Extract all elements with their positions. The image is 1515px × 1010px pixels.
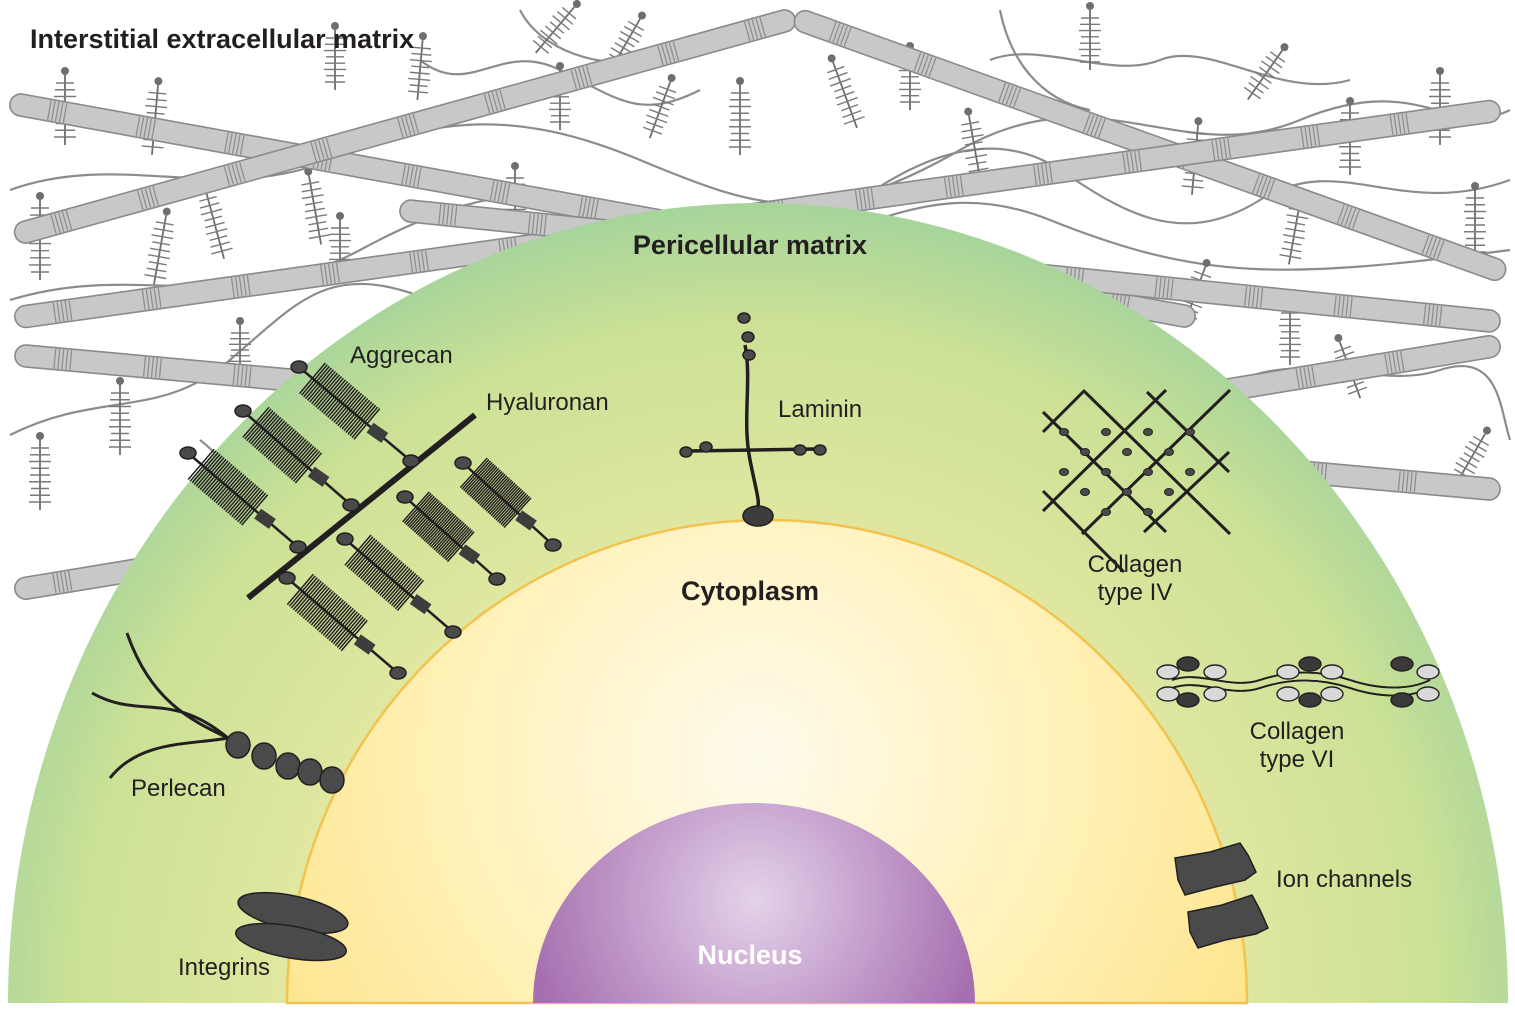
aggrecan-molecule-6 xyxy=(336,532,462,639)
pericellular-matrix-label: Pericellular matrix xyxy=(632,230,868,260)
interstitial-ecm-label: Interstitial extracellular matrix xyxy=(30,24,415,54)
ecm-proteoglycan-29 xyxy=(29,432,51,510)
perlecan-molecule xyxy=(91,632,345,794)
ecm-filament-5 xyxy=(989,53,1351,86)
cytoplasm-label: Cytoplasm xyxy=(680,576,820,606)
ion-channels-label: Ion channels xyxy=(1276,866,1413,893)
ion-channels-molecule xyxy=(1174,842,1269,949)
collagen-iv-label-line2: type IV xyxy=(1097,578,1173,606)
collagen-iv-label-line1: Collagen xyxy=(1087,551,1183,578)
integrins-molecule xyxy=(235,891,349,962)
ecm-proteoglycan-19 xyxy=(1243,43,1289,101)
laminin-molecule xyxy=(679,312,827,527)
ecm-proteoglycan-7 xyxy=(324,22,346,90)
aggrecan-molecule-1 xyxy=(290,360,420,468)
ecm-proteoglycan-28 xyxy=(109,377,131,455)
collagen-vi-molecule xyxy=(1156,656,1440,708)
aggrecan-molecule-2 xyxy=(234,404,360,512)
aggrecan-label: Aggrecan xyxy=(350,342,453,369)
laminin-label: Laminin xyxy=(778,396,863,423)
collagen-vi-label-line1: Collagen xyxy=(1249,718,1345,745)
collagen-iv-network xyxy=(1041,388,1232,574)
nucleus-label: Nucleus xyxy=(697,940,803,970)
nucleus-region xyxy=(533,803,975,1003)
cytoplasm-region xyxy=(285,518,1249,1005)
cell-layer xyxy=(8,203,1508,1005)
molecule-layer xyxy=(91,312,1440,962)
ecm-proteoglycan-17 xyxy=(1079,2,1101,70)
aggrecan-molecule-3 xyxy=(179,446,307,554)
collagen-vi-label-line2: type VI xyxy=(1259,745,1335,773)
perlecan-label: Perlecan xyxy=(131,775,226,802)
aggrecan-molecule-5 xyxy=(396,490,506,586)
ecm-filament-10 xyxy=(998,9,1091,112)
ecm-proteoglycan-10 xyxy=(532,0,581,54)
hyaluronan-strand xyxy=(246,412,477,601)
hyaluronan-label: Hyaluronan xyxy=(486,389,609,416)
ecm-proteoglycan-9 xyxy=(408,32,432,100)
ecm-proteoglycan-4 xyxy=(144,207,174,285)
ecm-proteoglycan-13 xyxy=(729,77,751,155)
aggrecan-molecule-7 xyxy=(278,571,407,680)
aggrecan-molecule-4 xyxy=(454,456,562,552)
ecm-proteoglycan-14 xyxy=(827,54,865,129)
ecm-proteoglycan-12 xyxy=(642,74,677,139)
ecm-proteoglycan-6 xyxy=(301,167,331,245)
collagen-fiber-2 xyxy=(13,9,797,244)
integrins-label: Integrins xyxy=(178,954,271,981)
collagen-vi-label: Collagen type VI xyxy=(1222,718,1372,773)
collagen-iv-label: Collagen type IV xyxy=(1060,551,1210,606)
